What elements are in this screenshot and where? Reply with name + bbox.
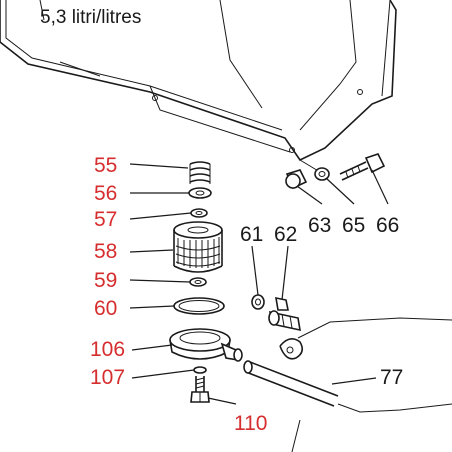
label-55: 55 xyxy=(94,154,117,177)
bushing-part xyxy=(285,169,308,190)
label-106: 106 xyxy=(90,338,125,361)
washer-part xyxy=(190,208,208,218)
label-57: 57 xyxy=(94,208,117,231)
label-59: 59 xyxy=(94,269,117,292)
gasket-ring xyxy=(173,297,225,315)
filter-base xyxy=(169,328,243,362)
red-labels: 55 56 57 58 59 60 106 107 110 xyxy=(90,154,267,435)
tank-capacity-label: 5,3 litri/litres xyxy=(40,7,141,28)
bolt-part xyxy=(190,376,210,403)
hose-clamp xyxy=(279,338,304,360)
nut-part xyxy=(188,187,212,199)
red-leader-lines xyxy=(129,163,237,405)
frame-line xyxy=(297,317,452,339)
hose-fitting xyxy=(268,296,301,332)
label-66: 66 xyxy=(376,214,399,237)
filter-cartridge xyxy=(173,221,223,273)
frame-edge xyxy=(291,419,301,452)
fuel-hose xyxy=(243,360,339,407)
label-60: 60 xyxy=(94,297,117,320)
label-62: 62 xyxy=(274,223,297,246)
label-58: 58 xyxy=(94,240,117,263)
label-110: 110 xyxy=(234,412,267,435)
label-107: 107 xyxy=(90,366,125,389)
black-labels: 61 62 63 65 66 77 xyxy=(240,214,403,389)
screw-part xyxy=(339,153,386,181)
fuel-tank xyxy=(0,0,397,173)
spring-part xyxy=(189,161,211,184)
black-leader-lines xyxy=(251,169,389,385)
small-nut xyxy=(193,366,207,374)
small-ring-part xyxy=(251,294,265,310)
label-77: 77 xyxy=(380,366,403,389)
small-washer xyxy=(189,277,207,287)
spacer-part xyxy=(314,167,330,181)
label-65: 65 xyxy=(342,214,365,237)
label-61: 61 xyxy=(240,223,263,246)
label-63: 63 xyxy=(308,214,331,237)
label-56: 56 xyxy=(94,182,117,205)
frame-line-lower xyxy=(337,403,452,413)
